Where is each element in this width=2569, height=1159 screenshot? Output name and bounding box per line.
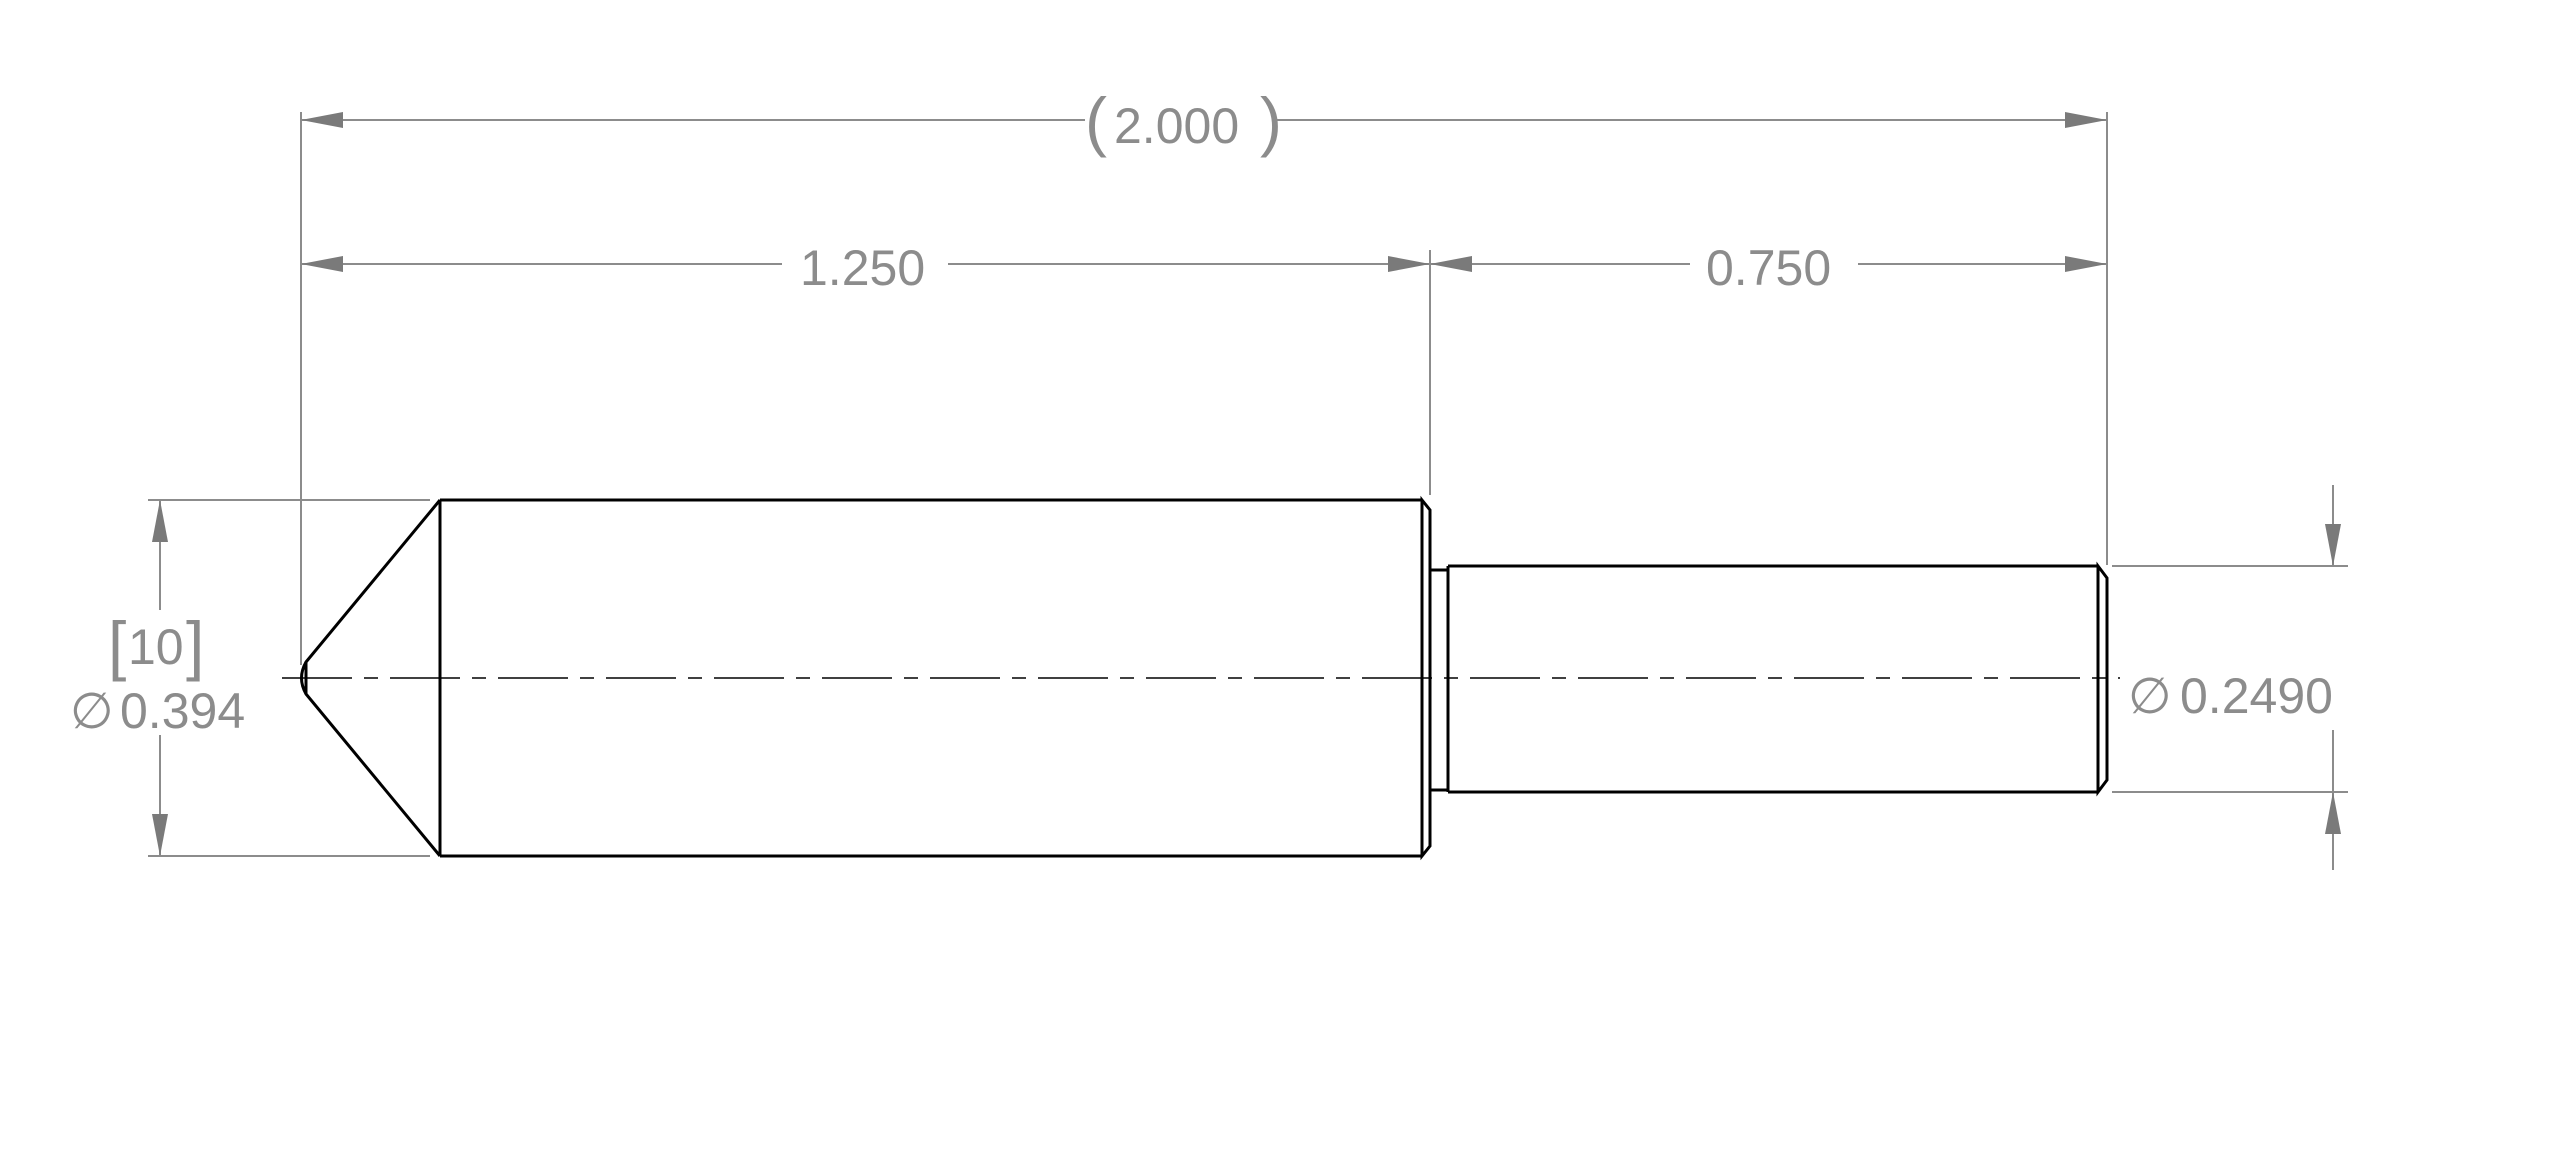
dimension-small-section-length: 0.750: [1430, 240, 2107, 296]
dimension-text-large-section-length: 1.250: [800, 240, 925, 296]
dimension-overall-length: ( 2.000 ): [301, 84, 2107, 158]
dimension-text-overall-length: 2.000: [1114, 98, 1239, 154]
relief-groove: [1430, 568, 1450, 792]
arrowhead-large-left: [301, 256, 343, 272]
arrowhead-small-left: [1430, 256, 1472, 272]
dimension-small-diameter: ∅ 0.2490: [2128, 485, 2341, 870]
dimension-large-diameter: [ 10 ] ∅ 0.394: [70, 500, 245, 856]
metric-open-bracket: [: [108, 608, 126, 682]
arrowhead-small-right: [2065, 256, 2107, 272]
dimension-text-large-diameter-metric: 10: [128, 619, 184, 675]
arrowhead-large-diameter-top: [152, 500, 168, 542]
arrowhead-small-diameter-top: [2325, 524, 2341, 566]
dimension-text-large-diameter: 0.394: [120, 683, 245, 739]
arrowhead-large-right: [1388, 256, 1430, 272]
dimension-large-section-length: 1.250: [301, 240, 1430, 296]
extension-lines: [148, 112, 2348, 857]
reference-open-paren: (: [1085, 84, 1107, 158]
arrowhead-small-diameter-bottom: [2325, 792, 2341, 834]
dimension-text-small-diameter: 0.2490: [2180, 668, 2333, 724]
diameter-symbol-large: ∅: [70, 683, 114, 739]
diameter-symbol-small: ∅: [2128, 668, 2172, 724]
end-chamfer: [2096, 561, 2109, 797]
dimension-text-small-section-length: 0.750: [1706, 240, 1831, 296]
arrowhead-large-diameter-bottom: [152, 814, 168, 856]
reference-close-paren: ): [1260, 84, 1282, 158]
arrowhead-overall-right: [2065, 112, 2107, 128]
arrowhead-overall-left: [301, 112, 343, 128]
metric-close-bracket: ]: [186, 608, 204, 682]
